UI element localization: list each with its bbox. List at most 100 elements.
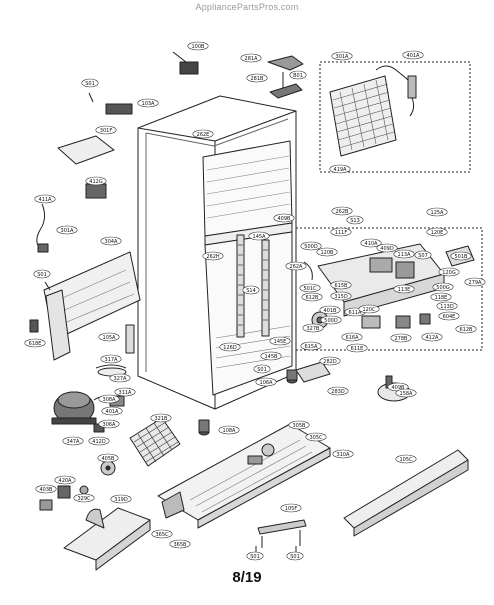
callout-c-126d: 126D bbox=[219, 342, 241, 352]
callout-c-145e: 145E bbox=[269, 336, 291, 346]
callout-c-281b: 281B bbox=[246, 73, 268, 83]
callout-text: 118E bbox=[435, 295, 448, 301]
condenser-coil bbox=[129, 417, 181, 467]
callout-text: 615A bbox=[305, 344, 319, 350]
callout-c-327a: 327A bbox=[109, 373, 131, 383]
callout-text: 611A bbox=[349, 310, 363, 316]
callout-text: 412D bbox=[92, 439, 106, 445]
callout-text: 113A bbox=[398, 252, 412, 258]
callout-text: 158A bbox=[400, 391, 414, 397]
callout-text: 301A bbox=[61, 228, 75, 234]
small-parts bbox=[39, 485, 89, 511]
callout-text: 304A bbox=[105, 239, 119, 245]
callout-c-103a: 103A bbox=[137, 98, 159, 108]
evaporator-assembly bbox=[319, 61, 471, 173]
callout-c-410a: 410A bbox=[360, 238, 382, 248]
callout-c-125a: 125A bbox=[426, 207, 448, 217]
callout-c-615a: 615A bbox=[300, 341, 322, 351]
callout-c-111f: 111F bbox=[330, 227, 352, 237]
callout-c-113e: 113E bbox=[393, 284, 415, 294]
callout-text: 420A bbox=[59, 478, 73, 484]
callout-text: 145B bbox=[265, 354, 279, 360]
callout-c-118e: 118E bbox=[430, 292, 452, 302]
callout-text: 105A bbox=[103, 335, 117, 341]
callout-c-304a: 304A bbox=[100, 236, 122, 246]
callout-text: 411A bbox=[39, 197, 53, 203]
callout-text: 145A bbox=[253, 234, 267, 240]
drain-pan bbox=[63, 507, 151, 571]
callout-text: 283D bbox=[331, 389, 345, 395]
screws bbox=[44, 92, 297, 552]
callout-text: 611E bbox=[351, 346, 364, 352]
callout-text: 279A bbox=[469, 280, 483, 286]
callout-c-283d: 283D bbox=[327, 386, 349, 396]
watermark-text: AppliancePartsPros.com bbox=[195, 2, 299, 12]
callout-text: 278B bbox=[395, 336, 409, 342]
callout-text: 412A bbox=[426, 335, 440, 341]
callout-text: 401A bbox=[106, 409, 120, 415]
callout-c-262a: 262A bbox=[285, 261, 307, 271]
page-number: 8/19 bbox=[232, 569, 262, 586]
callout-c-262b: 262B bbox=[331, 206, 353, 216]
callout-c-409d: 409D bbox=[376, 243, 398, 253]
callout-c-s14: S14 bbox=[242, 285, 260, 295]
callout-text: S01 bbox=[37, 272, 47, 278]
callout-text: 125A bbox=[431, 210, 445, 216]
shelf-rail-right bbox=[261, 239, 270, 337]
callout-c-615b: 615B bbox=[330, 280, 352, 290]
callout-c-612b: 612B bbox=[301, 292, 323, 302]
callout-c-s13: S13 bbox=[346, 215, 364, 225]
callout-c-604e: 604E bbox=[438, 311, 460, 321]
callout-c-618e: 618E bbox=[24, 338, 46, 348]
callout-c-120c: 120C bbox=[358, 304, 380, 314]
callout-text: 409D bbox=[380, 246, 394, 252]
callout-text: 262E bbox=[197, 132, 210, 138]
callout-c-301f: 301F bbox=[95, 125, 117, 135]
callout-text: 281A bbox=[245, 56, 259, 62]
callout-text: 301A bbox=[336, 54, 350, 60]
callout-c-b01: B01 bbox=[289, 70, 307, 80]
callout-c-365b: 365B bbox=[169, 539, 191, 549]
callout-c-412d: 412D bbox=[88, 436, 110, 446]
callout-c-113d: 113D bbox=[436, 301, 458, 311]
callout-text: 308A bbox=[103, 397, 117, 403]
callout-c-301ab: 301A bbox=[56, 225, 78, 235]
callout-c-s01b: S01 bbox=[33, 269, 51, 279]
callout-text: 401A bbox=[407, 53, 421, 59]
callout-c-411a: 411A bbox=[34, 194, 56, 204]
callout-text: 365C bbox=[155, 532, 169, 538]
callout-text: S14 bbox=[246, 288, 256, 294]
callout-c-365c: 365C bbox=[151, 529, 173, 539]
callout-c-412a: 412A bbox=[421, 332, 443, 342]
callout-c-301aa: 301A bbox=[331, 51, 353, 61]
callout-c-305b: 305B bbox=[288, 420, 310, 430]
callout-c-612b2: 612B bbox=[455, 324, 477, 334]
callout-text: 120E bbox=[431, 230, 444, 236]
callout-text: 419A bbox=[334, 167, 348, 173]
callout-text: 409B bbox=[392, 385, 406, 391]
callout-text: 305B bbox=[293, 423, 307, 429]
callout-text: 103A bbox=[142, 101, 156, 107]
callout-c-145b: 145B bbox=[260, 351, 282, 361]
callout-text: 618E bbox=[29, 341, 42, 347]
shelf-rail-left bbox=[236, 234, 245, 338]
callout-text: 501C bbox=[303, 286, 317, 292]
callout-c-278b: 278B bbox=[390, 333, 412, 343]
callout-text: 262H bbox=[206, 254, 220, 260]
evap-cover-plate bbox=[57, 135, 115, 199]
top-bracket bbox=[105, 51, 199, 115]
callout-text: 329C bbox=[77, 496, 91, 502]
callout-c-108a: 108A bbox=[218, 425, 240, 435]
callout-text: 315D bbox=[334, 294, 348, 300]
top-hinge bbox=[267, 55, 304, 99]
callout-c-327b: 327B bbox=[302, 323, 324, 333]
rear-panel bbox=[29, 251, 141, 361]
drain-tube bbox=[95, 324, 135, 377]
callout-text: 105F bbox=[285, 506, 298, 512]
callout-text: 612B bbox=[306, 295, 320, 301]
callout-c-279a: 279A bbox=[464, 277, 486, 287]
callout-text: S01 bbox=[290, 554, 300, 560]
callout-text: 317A bbox=[105, 357, 119, 363]
condenser-fan bbox=[100, 460, 116, 476]
